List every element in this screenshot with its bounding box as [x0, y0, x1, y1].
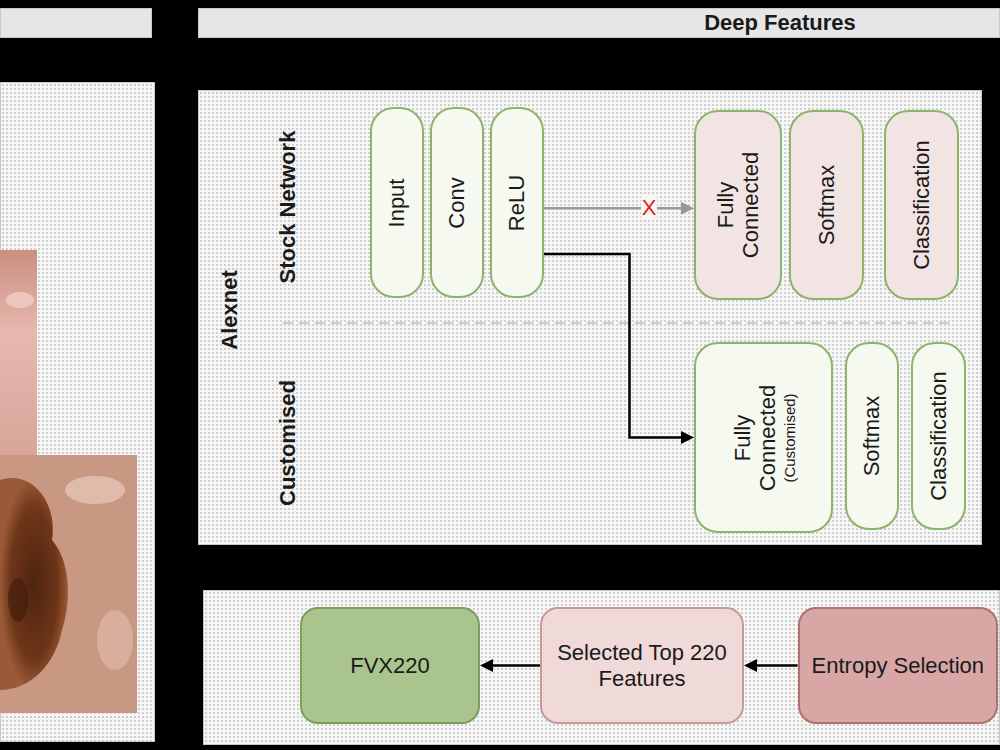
rotated-text-holder: Softmax: [814, 120, 839, 290]
box-text: (Customised): [780, 368, 797, 508]
box-text: Conv: [444, 118, 469, 288]
box-text: Fully Connected: [730, 368, 781, 508]
text-holder: Entropy Selection: [802, 653, 994, 678]
rotated-text-holder: ReLU: [504, 118, 529, 288]
layer-box: Softmax: [789, 110, 864, 300]
header-title: Deep Features: [620, 10, 940, 36]
arrow-head: [744, 659, 757, 672]
header-bar: [0, 8, 152, 38]
connector: [544, 202, 694, 215]
connector-line: [493, 664, 540, 667]
connector-line: [544, 207, 681, 210]
layer-box: Fully Connected: [694, 110, 782, 300]
layer-box: Conv: [430, 107, 484, 298]
process-box: Selected Top 220 Features: [540, 607, 744, 724]
rotated-text-holder: Fully Connected: [713, 143, 764, 268]
box-text: Classification: [909, 120, 934, 290]
lesion-image: [0, 250, 37, 455]
rotated-text-holder: Fully Connected(Customised): [730, 368, 798, 508]
header-bar: [198, 8, 1000, 38]
box-text: Softmax: [859, 351, 884, 521]
box-text: ReLU: [504, 118, 529, 288]
layer-box: ReLU: [490, 107, 544, 298]
divider-line: [283, 322, 955, 324]
lesion-image: [0, 455, 137, 713]
process-box: Entropy Selection: [798, 607, 998, 724]
process-box: FVX220: [300, 607, 480, 724]
arrow-head: [681, 431, 694, 444]
layer-box: Fully Connected(Customised): [694, 342, 833, 533]
arrow-head: [480, 659, 493, 672]
layer-box: Classification: [911, 342, 966, 530]
box-text: Entropy Selection: [812, 653, 984, 678]
box-text: FVX220: [350, 653, 430, 678]
section-label: Customised: [275, 380, 301, 506]
box-text: Softmax: [814, 120, 839, 290]
box-text: Fully Connected: [713, 143, 764, 268]
connector-line: [544, 254, 681, 437]
section-label: Alexnet: [217, 270, 243, 349]
lesion-blob: [0, 478, 68, 690]
text-holder: FVX220: [340, 653, 440, 678]
rotated-text-holder: Classification: [926, 351, 951, 521]
rotated-text-holder: Classification: [909, 120, 934, 290]
rotated-text-holder: Input: [384, 118, 409, 288]
edge-label: X: [641, 196, 658, 220]
box-text: Selected Top 220 Features: [552, 640, 732, 691]
rotated-text-holder: Softmax: [859, 351, 884, 521]
connector: [480, 659, 540, 672]
section-label: Stock Network: [275, 131, 301, 284]
box-text: Input: [384, 118, 409, 288]
box-text: Classification: [926, 351, 951, 521]
connector-line: [757, 664, 798, 667]
connector: [544, 254, 694, 444]
layer-box: Input: [370, 107, 424, 298]
layer-box: Softmax: [845, 342, 899, 530]
connector: [744, 659, 798, 672]
rotated-text-holder: Conv: [444, 118, 469, 288]
text-holder: Selected Top 220 Features: [542, 640, 742, 691]
layer-box: Classification: [884, 110, 959, 300]
arrow-head: [681, 202, 694, 215]
